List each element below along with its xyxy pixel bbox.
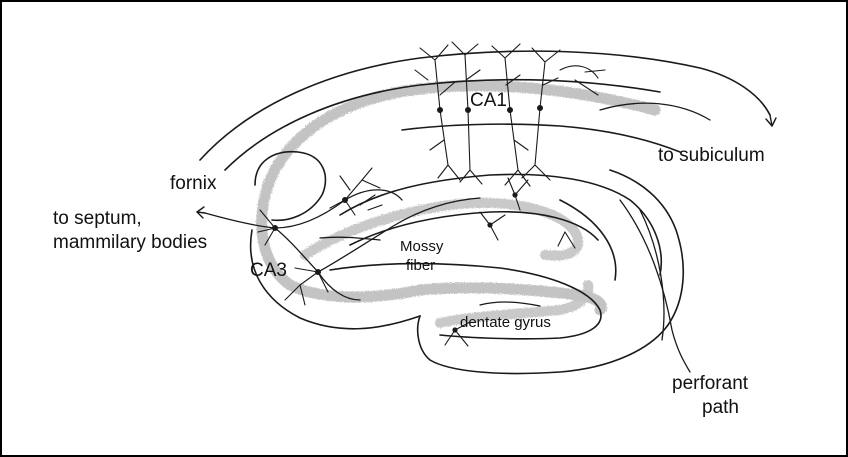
mossy-fiber-label-line1: Mossy [400, 238, 443, 255]
to-septum-label-line1: to septum, [53, 208, 142, 230]
ca3-label: CA3 [250, 260, 287, 282]
dentate-granule-band [305, 203, 588, 323]
perforant-path-label-line1: perforant [672, 373, 748, 395]
ca3-neurons [258, 168, 382, 305]
to-subiculum-label: to subiculum [658, 145, 765, 167]
axon-pathways [205, 103, 710, 372]
to-septum-label-line2: mammilary bodies [53, 232, 207, 254]
ca1-neurons [415, 42, 605, 186]
subiculum-arrow-icon [766, 115, 776, 126]
fornix-label: fornix [170, 173, 216, 195]
mossy-fiber-label-line2: fiber [406, 257, 435, 274]
dentate-gyrus-label: dentate gyrus [460, 314, 551, 331]
ca1-label: CA1 [470, 90, 507, 112]
septum-arrow-icon [197, 207, 205, 218]
perforant-path-label-line2: path [702, 397, 739, 419]
perforant-path-fiber [620, 200, 690, 372]
